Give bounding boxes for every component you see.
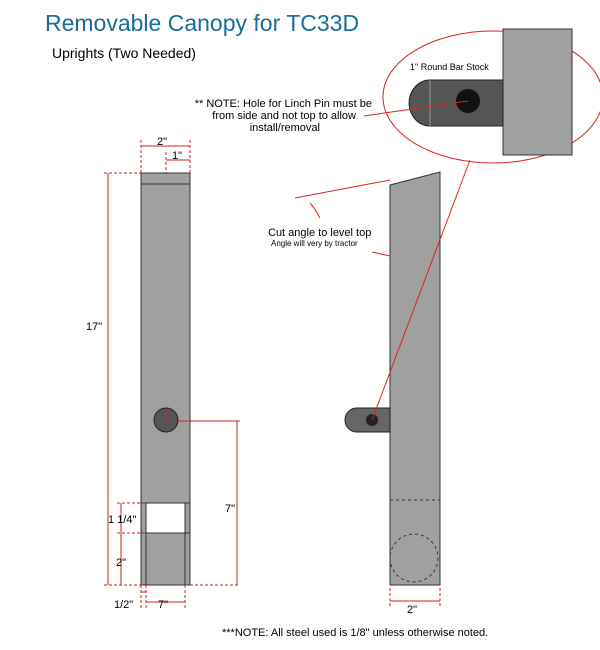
side-view	[344, 171, 441, 586]
dim-width-inner-label: 1"	[172, 150, 182, 162]
front-dimensions: 2" 1" 17" 7" 1 1/4" 2" 1/2" 7"	[86, 136, 240, 611]
cut-angle-annotation: Cut angle to level top Angle will very b…	[268, 179, 391, 257]
dim-width-top-label: 2"	[157, 136, 167, 148]
note-leader-line	[363, 100, 469, 117]
front-upright-body	[140, 172, 191, 504]
detail-upright	[502, 28, 573, 156]
dim-lower-block-label: 2"	[116, 557, 126, 569]
front-gap-wall-left	[140, 502, 147, 534]
dim-height-hole-label: 7"	[225, 503, 235, 515]
side-dimensions: 2"	[389, 588, 441, 616]
callout-leader-line	[371, 159, 471, 421]
detail-ellipse	[382, 30, 600, 164]
side-upright-body	[389, 171, 441, 586]
page-title: Removable Canopy for TC33D	[45, 10, 360, 36]
cut-angle-label: Cut angle to level top	[268, 227, 371, 239]
note-line-2: from side and not top to allow	[212, 110, 356, 122]
page-subtitle: Uprights (Two Needed)	[52, 45, 196, 61]
note-line-3: install/removal	[250, 122, 320, 134]
front-gap	[145, 502, 186, 534]
footer-note: ***NOTE: All steel used is 1/8" unless o…	[222, 627, 488, 639]
cut-leader-line-2	[371, 251, 391, 257]
detail-callout: 1" Round Bar Stock	[165, 28, 600, 421]
note-line-1: ** NOTE: Hole for Linch Pin must be	[195, 98, 372, 110]
linch-pin-note: ** NOTE: Hole for Linch Pin must be from…	[195, 98, 372, 134]
bar-stock-label: 1" Round Bar Stock	[410, 62, 489, 72]
front-lower-block	[140, 532, 191, 586]
side-hidden-hole	[389, 533, 439, 583]
cut-leader-line	[294, 179, 391, 199]
front-gap-wall-right	[184, 502, 191, 534]
dim-bottom-lip-label: 1/2"	[114, 599, 133, 611]
dim-side-width-label: 2"	[407, 604, 417, 616]
front-view	[140, 172, 191, 586]
dim-height-total-label: 17"	[86, 321, 102, 333]
dim-bottom-width-label: 7"	[158, 599, 168, 611]
cut-angle-sublabel: Angle will very by tractor	[271, 239, 358, 248]
cut-leader-tick	[309, 202, 321, 219]
dim-gap-label: 1 1/4"	[108, 514, 136, 526]
